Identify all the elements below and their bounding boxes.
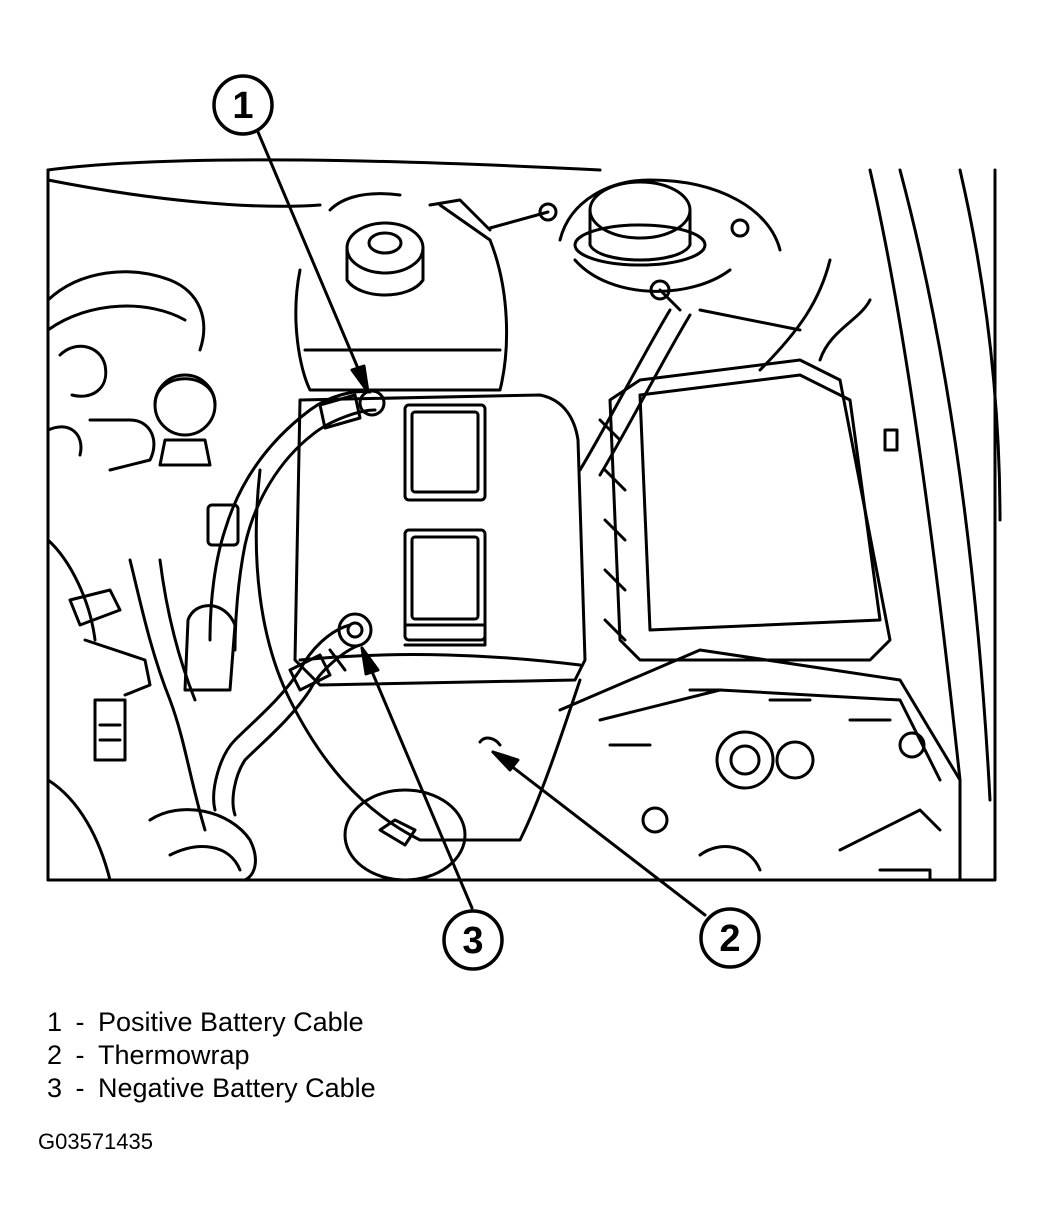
legend-number: 1 bbox=[46, 1007, 62, 1037]
legend-separator: - bbox=[75, 1007, 85, 1037]
legend-separator: - bbox=[75, 1073, 85, 1103]
legend-text: Thermowrap bbox=[98, 1040, 250, 1070]
legend-separator: - bbox=[75, 1040, 85, 1070]
engine-components-left bbox=[46, 270, 257, 882]
legend-item: 2-Thermowrap bbox=[40, 1039, 376, 1072]
battery bbox=[293, 393, 587, 687]
engine-components-lower bbox=[343, 648, 962, 882]
negative-battery-cable bbox=[212, 612, 373, 817]
callout-1-number: 1 bbox=[232, 85, 253, 127]
legend: 1-Positive Battery Cable 2-Thermowrap 3-… bbox=[40, 1006, 376, 1105]
engine-bay-outline bbox=[46, 158, 1002, 882]
figure-id: G03571435 bbox=[38, 1129, 153, 1154]
thermowrap bbox=[254, 468, 582, 842]
callout-1: 1 bbox=[212, 74, 274, 136]
legend-text: Negative Battery Cable bbox=[98, 1073, 376, 1103]
positive-battery-cable bbox=[183, 389, 386, 692]
callout-arrows bbox=[256, 130, 707, 917]
strut-tower bbox=[488, 178, 782, 312]
callout-2-number: 2 bbox=[719, 918, 740, 960]
power-distribution-center bbox=[598, 258, 899, 662]
legend-text: Positive Battery Cable bbox=[98, 1007, 364, 1037]
coolant-reservoir bbox=[294, 192, 509, 392]
callout-3-number: 3 bbox=[462, 920, 483, 962]
legend-number: 2 bbox=[46, 1040, 62, 1070]
callout-2: 2 bbox=[699, 907, 761, 969]
legend-item: 1-Positive Battery Cable bbox=[40, 1006, 376, 1039]
ground-strap bbox=[578, 308, 692, 477]
engine-bay-illustration: 1 2 3 bbox=[46, 74, 1002, 971]
callout-3: 3 bbox=[442, 909, 504, 971]
legend-item: 3-Negative Battery Cable bbox=[40, 1072, 376, 1105]
legend-number: 3 bbox=[46, 1073, 62, 1103]
